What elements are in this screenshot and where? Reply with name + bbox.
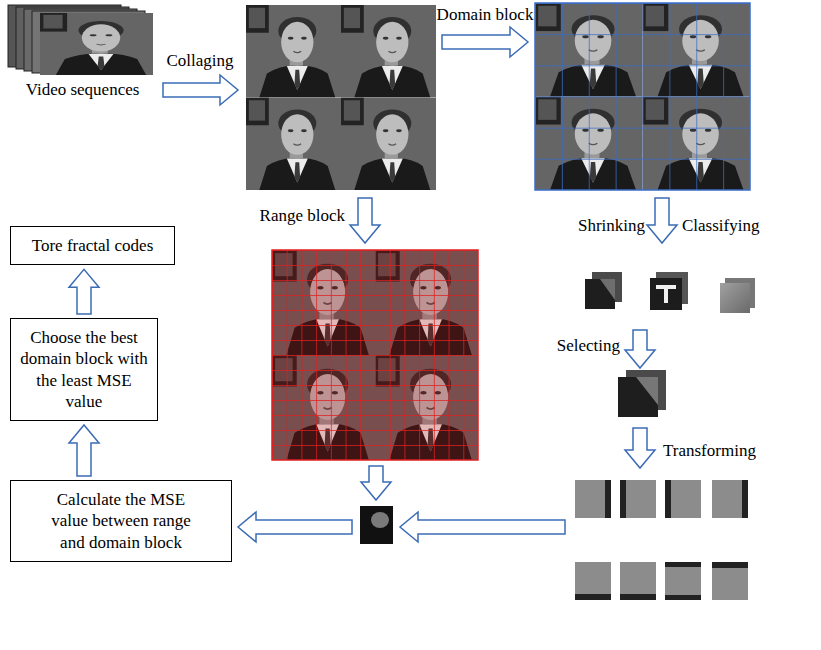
face-frame bbox=[341, 98, 436, 191]
block-picture bbox=[742, 480, 748, 518]
process-box: Choose the best domain block with the le… bbox=[10, 318, 158, 421]
block-picture bbox=[665, 480, 671, 518]
block-picture bbox=[585, 279, 615, 309]
box-text: Choose the best domain block with the le… bbox=[19, 327, 149, 412]
block-picture bbox=[620, 594, 656, 600]
hollow-arrow bbox=[238, 512, 352, 542]
step-label: Selecting bbox=[557, 335, 620, 356]
step-label: Shrinking bbox=[578, 215, 645, 236]
selected-block bbox=[618, 370, 666, 417]
block-picture bbox=[620, 480, 656, 518]
block-picture bbox=[575, 594, 611, 600]
hollow-arrow bbox=[625, 428, 655, 468]
video-stack-picture bbox=[8, 5, 153, 75]
block-picture bbox=[618, 377, 658, 417]
red-tint bbox=[272, 250, 478, 460]
blue-grid bbox=[535, 3, 750, 190]
face-frame bbox=[341, 5, 436, 98]
block-picture bbox=[665, 562, 701, 567]
step-label: Domain block bbox=[437, 4, 534, 25]
range-grid-picture bbox=[272, 250, 478, 460]
block-picture bbox=[665, 562, 701, 600]
domain-grid-picture bbox=[535, 3, 750, 190]
hollow-arrow bbox=[69, 425, 99, 476]
block-picture bbox=[620, 562, 656, 600]
video-frame bbox=[40, 13, 153, 75]
hollow-arrow bbox=[163, 75, 238, 105]
block-picture bbox=[600, 279, 615, 300]
block-picture bbox=[371, 512, 389, 528]
hollow-arrow bbox=[350, 198, 380, 243]
block-picture bbox=[620, 480, 626, 518]
box-text: Tore fractal codes bbox=[19, 235, 166, 256]
box-text: Calculate the MSE value between range an… bbox=[41, 489, 201, 553]
block-picture bbox=[605, 480, 611, 518]
flow-arrows bbox=[163, 27, 677, 542]
block-picture bbox=[650, 278, 682, 310]
collage-picture bbox=[246, 5, 436, 190]
video-stack: Video sequences bbox=[5, 3, 160, 100]
hollow-arrow bbox=[625, 330, 655, 368]
hollow-arrow bbox=[400, 512, 565, 542]
block-picture bbox=[575, 480, 611, 518]
block-picture bbox=[712, 562, 748, 600]
hollow-arrow bbox=[442, 27, 528, 57]
red-grid bbox=[272, 250, 478, 460]
block-picture bbox=[712, 562, 748, 568]
matched-block bbox=[360, 506, 393, 544]
step-label: Range block bbox=[260, 205, 345, 226]
output-box: Tore fractal codes bbox=[10, 226, 175, 265]
classified-blocks bbox=[585, 272, 755, 313]
hollow-arrow bbox=[361, 466, 391, 500]
step-label: Transforming bbox=[663, 440, 756, 461]
block-picture bbox=[665, 480, 701, 518]
blue-grid bbox=[535, 3, 750, 190]
hollow-arrow bbox=[647, 198, 677, 243]
red-grid bbox=[272, 250, 478, 460]
block-picture bbox=[664, 285, 668, 303]
step-label: Classifying bbox=[682, 215, 759, 236]
block-picture bbox=[665, 595, 701, 600]
block-picture bbox=[575, 562, 611, 600]
block-picture bbox=[360, 506, 393, 544]
step-label: Collaging bbox=[166, 50, 233, 71]
block-picture bbox=[712, 480, 748, 518]
face-frame bbox=[246, 5, 341, 98]
caption: Video sequences bbox=[5, 79, 160, 100]
process-box: Calculate the MSE value between range an… bbox=[10, 480, 232, 562]
hollow-arrow bbox=[69, 269, 99, 314]
face-frame bbox=[246, 98, 341, 191]
block-picture bbox=[636, 377, 658, 405]
transformed-blocks bbox=[575, 480, 748, 600]
block-picture bbox=[720, 283, 750, 313]
